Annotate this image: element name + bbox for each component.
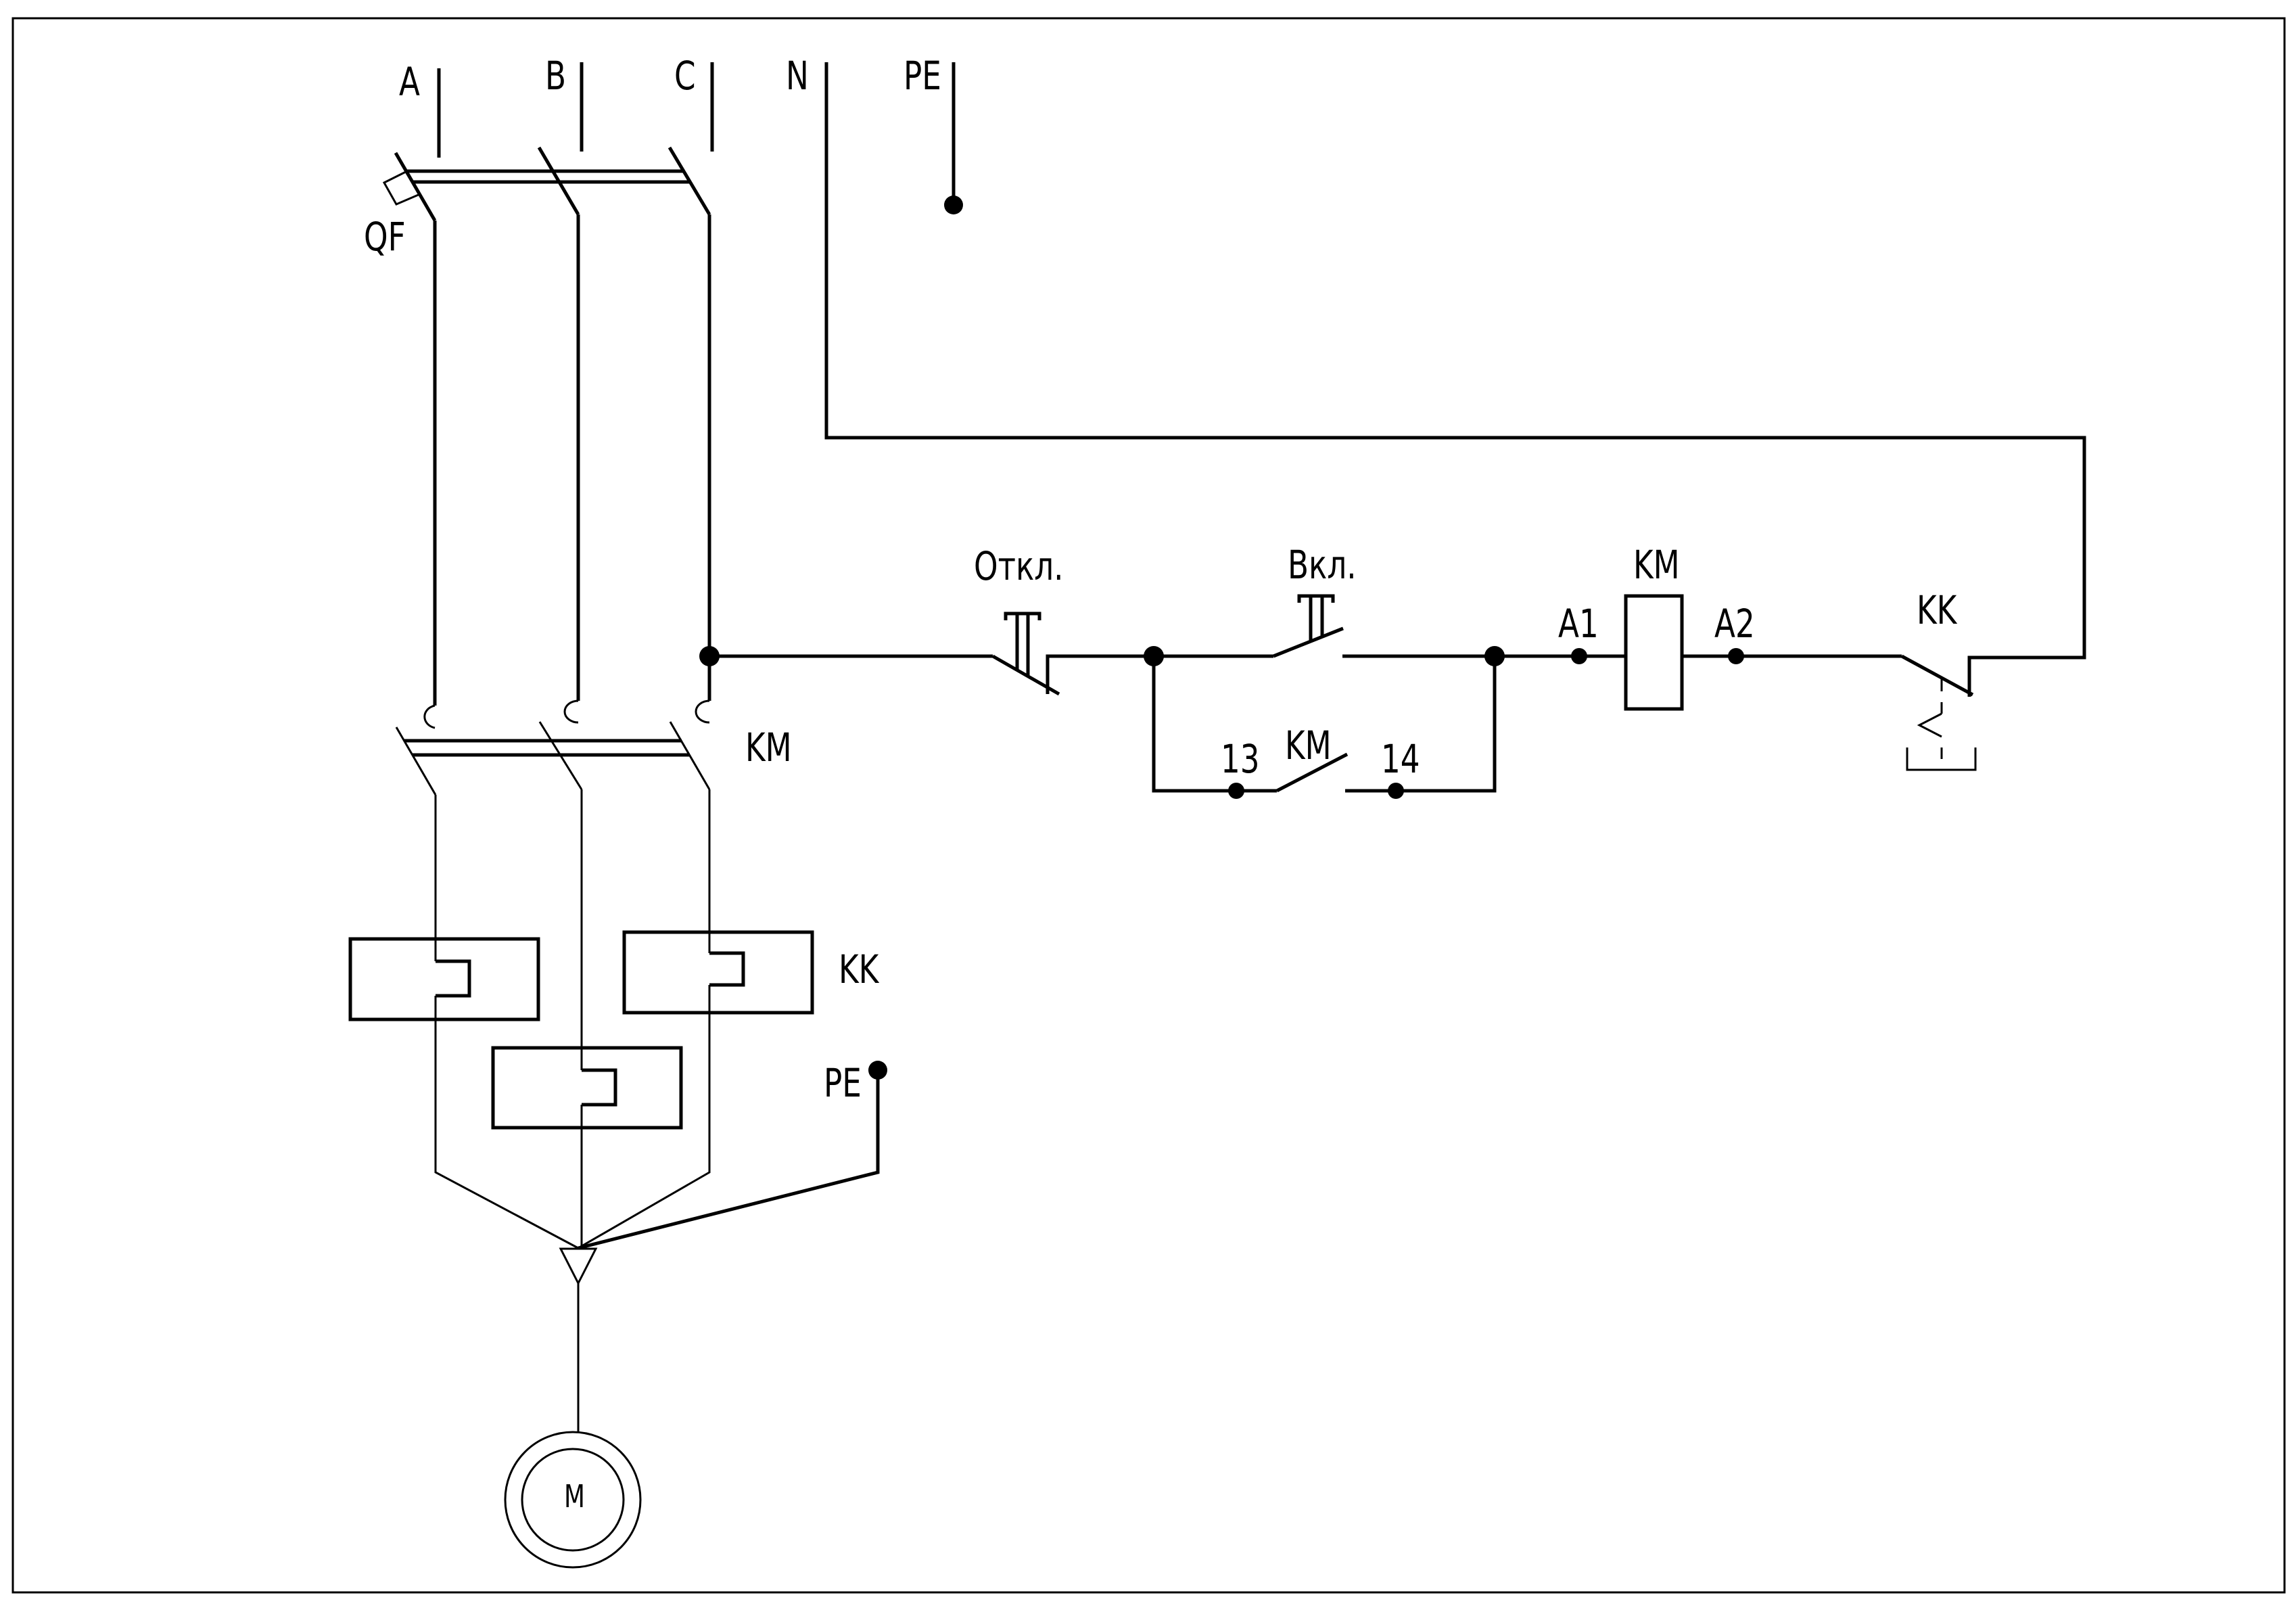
motor-inner-circle — [521, 1448, 625, 1552]
contactor-main-contacts-km: KM — [395, 699, 792, 796]
label-phase-b: B — [545, 54, 566, 99]
terminal-13-dot — [1228, 783, 1244, 799]
coil-body — [1624, 594, 1684, 711]
power-wires-upper — [433, 214, 720, 706]
label-stop-button: Откл. — [974, 545, 1064, 590]
kk-contact-blade — [1900, 654, 1974, 697]
label-km-main: KM — [745, 726, 792, 771]
km-arc-a — [423, 704, 436, 729]
motor-outer-circle — [504, 1431, 642, 1569]
motor-feed: PE — [434, 985, 887, 1432]
coil-terminal-a2-dot — [1728, 648, 1744, 664]
thermal-relay-heaters-kk: KK — [348, 789, 880, 1130]
kk-heater-element-c — [709, 951, 745, 987]
circuit-breaker-qf: QF — [364, 146, 711, 260]
wire-c-to-motor — [578, 985, 711, 1249]
label-motor-pe: PE — [824, 1061, 862, 1107]
start-button-blade — [1273, 626, 1344, 658]
kk-heater-box-c — [622, 930, 814, 1015]
km-blade-a — [395, 727, 437, 796]
neutral-wire — [824, 62, 2086, 697]
self-hold-contact-km: 13 KM 14 — [1152, 656, 1497, 799]
kk-thermal-zigzag-icon — [1917, 712, 1942, 738]
stop-button-head-icon — [1004, 612, 1041, 620]
kk-heater-box-a — [348, 937, 540, 1021]
control-circuit: Откл. Вкл. 13 KM 14 — [709, 543, 1977, 799]
thermal-relay-contact-kk: KK — [1900, 589, 1977, 771]
self-hold-blade — [1275, 752, 1349, 793]
junction-dot-before-coil — [1484, 646, 1505, 666]
label-qf: QF — [364, 215, 406, 260]
label-start-button: Вкл. — [1288, 543, 1357, 589]
label-terminal-14: 14 — [1381, 737, 1420, 783]
label-phase-c: C — [674, 54, 696, 99]
label-pe-bus: PE — [904, 54, 941, 99]
km-arc-c — [695, 699, 710, 724]
km-arc-b — [563, 699, 579, 724]
label-coil-a2: A2 — [1714, 602, 1755, 647]
start-button-vkl: Вкл. — [1154, 543, 1579, 658]
cable-entry-triangle-icon — [559, 1247, 598, 1286]
kk-heater-element-a — [436, 959, 471, 998]
stop-button-out-wire — [1046, 654, 1154, 694]
kk-heater-element-b — [582, 1068, 617, 1107]
label-terminal-13: 13 — [1221, 737, 1260, 783]
label-self-hold-km: KM — [1285, 724, 1332, 769]
label-neutral: N — [786, 54, 809, 99]
label-kk-contact: KK — [1917, 589, 1958, 634]
label-coil-a1: A1 — [1558, 602, 1599, 647]
kk-reset-bracket-icon — [1906, 747, 1977, 771]
label-kk-heaters: KK — [839, 948, 880, 993]
qf-trip-actuator-icon — [382, 170, 422, 206]
motor-pe-terminal-dot — [868, 1061, 887, 1080]
pe-bus-terminal-dot — [944, 195, 963, 214]
terminal-14-dot — [1388, 783, 1404, 799]
wire-a-to-motor — [434, 996, 579, 1249]
label-phase-a: A — [399, 60, 420, 106]
label-motor: M — [564, 1479, 585, 1515]
start-button-head-icon — [1297, 594, 1335, 603]
contactor-coil-km: KM A1 A2 — [1558, 543, 1902, 711]
stop-button-otkl: Откл. — [974, 545, 1154, 696]
motor: M — [504, 1431, 642, 1569]
label-coil-km: KM — [1633, 543, 1680, 589]
drawing-frame — [11, 17, 2286, 1594]
wire-pe-to-motor — [578, 1070, 880, 1250]
kk-heater-box-b — [491, 1046, 683, 1130]
supply-buses: A B C N PE — [399, 54, 2086, 697]
